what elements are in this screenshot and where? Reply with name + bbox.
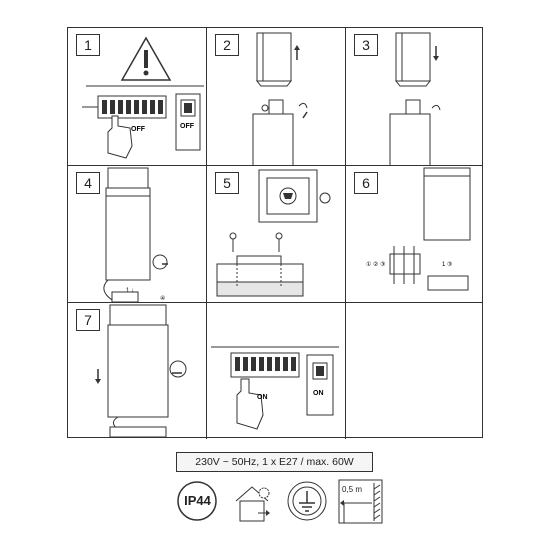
lamp-post bbox=[252, 99, 294, 165]
breaker-panel bbox=[230, 352, 300, 378]
lamp-body bbox=[423, 167, 471, 241]
step-4-panel: 4 1 ↓ ④ bbox=[68, 166, 207, 303]
power-off-illustration: OFF OFF bbox=[82, 36, 204, 159]
empty-panel bbox=[346, 303, 482, 439]
on-label: ON bbox=[257, 394, 268, 401]
ground-symbol-icon bbox=[285, 479, 330, 524]
terminal-block bbox=[389, 246, 421, 284]
step-2-panel: 2 bbox=[207, 28, 346, 166]
step-number: 5 bbox=[215, 172, 239, 194]
arrow-up-icon bbox=[294, 45, 300, 60]
step-number: 7 bbox=[76, 309, 100, 331]
open-head-illustration bbox=[389, 32, 441, 165]
cable-install-illustration: 1 ↓ ④ bbox=[103, 167, 168, 302]
breaker-panel bbox=[82, 95, 167, 119]
screw-arrow-icon bbox=[152, 254, 168, 270]
power-on-illustration: ON ON bbox=[211, 346, 339, 430]
base-unit bbox=[109, 416, 167, 438]
step-5-panel: 5 bbox=[207, 166, 346, 303]
step-1-panel: 1 OFF bbox=[68, 28, 207, 166]
instruction-grid: 1 OFF bbox=[67, 27, 483, 439]
step-power-on-panel: ON ON bbox=[207, 303, 346, 439]
arrow-down-icon bbox=[95, 369, 101, 384]
screw-icons bbox=[229, 232, 283, 252]
svg-text:① ② ③: ① ② ③ bbox=[366, 261, 385, 268]
hand-icon bbox=[107, 115, 133, 159]
step-number: 1 bbox=[76, 34, 100, 56]
wall-switch bbox=[175, 93, 201, 151]
screw-arrow-icon bbox=[169, 360, 187, 378]
electrical-spec: 230V ~ 50Hz, 1 x E27 / max. 60W bbox=[176, 452, 373, 472]
on-switch-label: ON bbox=[313, 390, 324, 397]
step-number: 6 bbox=[354, 172, 378, 194]
base-unit bbox=[427, 275, 469, 291]
step-3-panel: 3 bbox=[346, 28, 482, 166]
distance-symbol: 0,5 m bbox=[338, 479, 383, 524]
step-7-panel: 7 bbox=[68, 303, 207, 439]
ip-rating-symbol: IP44 bbox=[175, 479, 220, 524]
svg-text:1 ↓: 1 ↓ bbox=[126, 288, 134, 294]
step-number: 3 bbox=[354, 34, 378, 56]
mount-plate-illustration bbox=[216, 169, 331, 297]
off-switch-label: OFF bbox=[180, 123, 195, 130]
step-6-panel: 6 ① ② ③ 1 ③ ② bbox=[346, 166, 482, 303]
distance-label: 0,5 m bbox=[342, 485, 363, 494]
mount-plate bbox=[258, 169, 318, 223]
lamp-body bbox=[105, 167, 151, 281]
svg-text:1 ③: 1 ③ bbox=[442, 261, 452, 268]
lamp-head bbox=[255, 32, 293, 87]
arrow-down-icon bbox=[433, 46, 439, 61]
indoor-outdoor-icon bbox=[230, 479, 275, 524]
screw-arrow-icon bbox=[431, 104, 441, 111]
off-label: OFF bbox=[131, 126, 146, 133]
step-number: 2 bbox=[215, 34, 239, 56]
svg-text:④: ④ bbox=[160, 295, 165, 302]
remove-head-illustration bbox=[252, 32, 308, 165]
step-number: 4 bbox=[76, 172, 100, 194]
lamp-post bbox=[389, 99, 431, 165]
wall-switch bbox=[306, 354, 334, 416]
ip-rating-label: IP44 bbox=[184, 493, 211, 508]
screw-arrow-icon bbox=[298, 102, 308, 119]
wiring-illustration: ① ② ③ 1 ③ ② bbox=[366, 167, 471, 291]
ground-foundation bbox=[216, 255, 304, 297]
hand-icon bbox=[236, 378, 264, 430]
lamp-head bbox=[394, 32, 432, 87]
reassemble-illustration bbox=[95, 304, 187, 438]
cable-base bbox=[103, 279, 139, 302]
lamp-body bbox=[107, 304, 169, 418]
